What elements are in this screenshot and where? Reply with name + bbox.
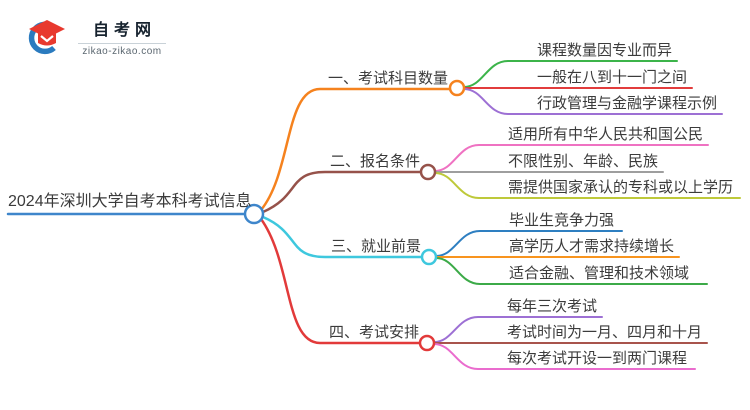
logo-cap-chevron — [40, 35, 54, 43]
leaf-3-1-label[interactable]: 毕业生竞争力强 — [509, 212, 615, 229]
branch-4-label[interactable]: 四、考试安排 — [329, 324, 420, 341]
leaf-1-1-label[interactable]: 课程数量因专业而异 — [537, 42, 673, 59]
branch-3-label[interactable]: 三、就业前景 — [331, 238, 422, 255]
connector-leaf-3-3 — [435, 257, 708, 285]
branch-1-node-circle[interactable] — [448, 79, 466, 97]
connector-branch-2 — [261, 170, 423, 214]
leaf-4-3-label[interactable]: 每次考试开设一到两门课程 — [507, 350, 688, 367]
logo-divider — [78, 43, 166, 44]
leaf-4-1-label[interactable]: 每年三次考试 — [507, 298, 598, 315]
connector-leaf-2-3 — [434, 172, 741, 199]
connector-branch-4 — [259, 217, 421, 345]
site-name: 自考网 — [92, 22, 156, 39]
connector-leaf-2-1 — [434, 144, 709, 172]
leaf-3-2-label[interactable]: 高学历人才需求持续增长 — [509, 238, 675, 255]
leaf-3-3-label[interactable]: 适合金融、管理和技术领域 — [509, 265, 690, 282]
leaf-4-2-label[interactable]: 考试时间为一月、四月和十月 — [507, 324, 703, 341]
site-logo: 自考网 zikao-zikao.com — [24, 14, 174, 62]
branch-3-node-circle[interactable] — [420, 248, 438, 266]
leaf-2-2-label[interactable]: 不限性别、年龄、民族 — [508, 153, 659, 170]
root-node-label[interactable]: 2024年深圳大学自考本科考试信息 — [8, 193, 252, 210]
leaf-2-3-label[interactable]: 需提供国家承认的专科或以上学历 — [508, 179, 734, 196]
connector-leaf-1-3 — [463, 88, 723, 115]
branch-4-node-circle[interactable] — [418, 334, 436, 352]
connector-leaf-3-1 — [435, 230, 623, 257]
connector-branch-3 — [261, 215, 424, 259]
leaf-1-2-label[interactable]: 一般在八到十一门之间 — [537, 69, 688, 86]
connector-leaf-1-1 — [463, 60, 678, 88]
root-node-circle[interactable] — [243, 203, 265, 225]
leaf-1-3-label[interactable]: 行政管理与金融学课程示例 — [537, 95, 718, 112]
connector-branch-1 — [259, 87, 452, 212]
site-url: zikao-zikao.com — [82, 46, 162, 57]
logo-cap-base — [38, 32, 56, 46]
leaf-2-1-label[interactable]: 适用所有中华人民共和国公民 — [508, 126, 704, 143]
connector-leaf-4-1 — [433, 316, 603, 343]
branch-2-node-circle[interactable] — [419, 163, 437, 181]
connector-leaf-4-3 — [433, 343, 696, 370]
branch-1-label[interactable]: 一、考试科目数量 — [328, 70, 449, 87]
branch-2-label[interactable]: 二、报名条件 — [330, 153, 421, 170]
graduation-cap-logo-icon — [28, 20, 65, 55]
